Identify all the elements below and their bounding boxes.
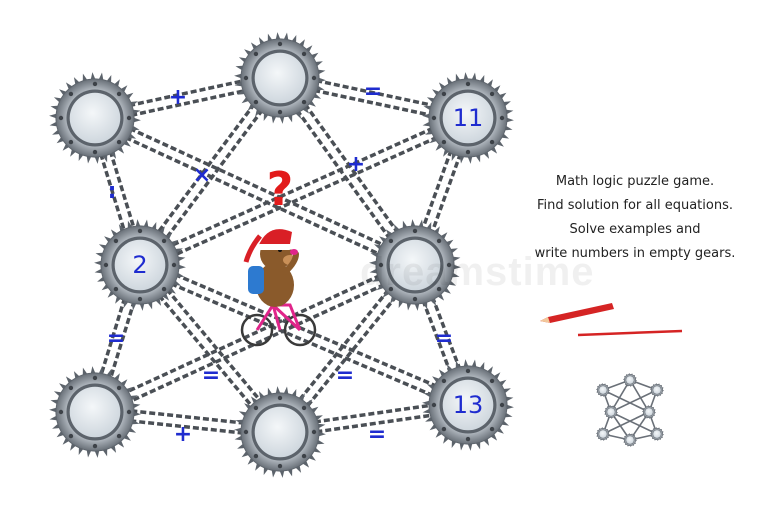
mini-gear-tl xyxy=(596,383,610,397)
instruction-line-2: Find solution for all equations. xyxy=(537,198,733,213)
operator-equals-top: = xyxy=(364,79,382,104)
operator-symbols: + = × + : = = = = + = xyxy=(107,79,453,447)
mini-gear-bl xyxy=(596,427,610,441)
mini-gear-tc xyxy=(623,373,637,387)
pencil-icon xyxy=(540,303,683,337)
gear-top-right-value: 11 xyxy=(453,104,484,132)
operator-equals-right: = xyxy=(435,326,453,351)
question-mark: ? xyxy=(267,162,294,216)
mini-gear-mr xyxy=(642,405,656,419)
instructions-text: Math logic puzzle game. Find solution fo… xyxy=(500,170,768,266)
gear-mid-left[interactable]: 2 xyxy=(94,219,186,311)
operator-equals-bottom: = xyxy=(368,422,386,447)
gear-top-center[interactable] xyxy=(234,32,326,124)
mini-chain xyxy=(602,411,650,435)
mini-chain xyxy=(610,411,658,435)
gear-bottom-right-value: 13 xyxy=(453,391,484,419)
gear-bottom-left[interactable] xyxy=(49,366,141,458)
operator-plus-top: + xyxy=(169,85,187,110)
gear-top-right[interactable]: 11 xyxy=(422,72,514,164)
mini-gear-ml xyxy=(604,405,618,419)
mini-gear-diagram-icon xyxy=(596,373,664,447)
operator-plus-right: + xyxy=(347,152,365,177)
mini-chain xyxy=(610,389,658,413)
gear-bottom-right[interactable]: 13 xyxy=(422,359,514,451)
mini-gear-tr xyxy=(650,383,664,397)
instruction-line-4: write numbers in empty gears. xyxy=(534,246,736,261)
mini-chain xyxy=(610,379,631,413)
operator-equals-bottom-left-diag: = xyxy=(202,363,220,388)
operator-plus-bottom: + xyxy=(174,422,192,447)
gear-mid-left-value: 2 xyxy=(132,251,147,279)
bear-on-bicycle-icon: ? xyxy=(240,162,317,347)
operator-equals-bottom-right-diag: = xyxy=(336,363,354,388)
operator-divide: : xyxy=(108,179,117,204)
chain-top_left-mid_right xyxy=(92,111,418,272)
instruction-line-1: Math logic puzzle game. xyxy=(555,174,715,189)
mini-gear-bc xyxy=(623,433,637,447)
gear-bottom-center[interactable] xyxy=(234,386,326,478)
gear-mid-right[interactable] xyxy=(369,219,461,311)
operator-times: × xyxy=(193,163,211,188)
chain-mid_right-bottom_left xyxy=(92,258,418,419)
operator-equals-left: = xyxy=(107,326,125,351)
mini-chain xyxy=(602,389,650,413)
instruction-line-3: Solve examples and xyxy=(569,222,701,237)
mini-gear-br xyxy=(650,427,664,441)
chain-mid_right-bottom_right xyxy=(408,262,475,408)
watermark: dreamstime xyxy=(360,250,595,294)
gear-grid: 11 2 13 xyxy=(49,32,514,478)
chain-top_right-mid_left xyxy=(137,111,471,272)
gear-top-left[interactable] xyxy=(49,72,141,164)
chain-mid_left-bottom_right xyxy=(137,258,471,412)
